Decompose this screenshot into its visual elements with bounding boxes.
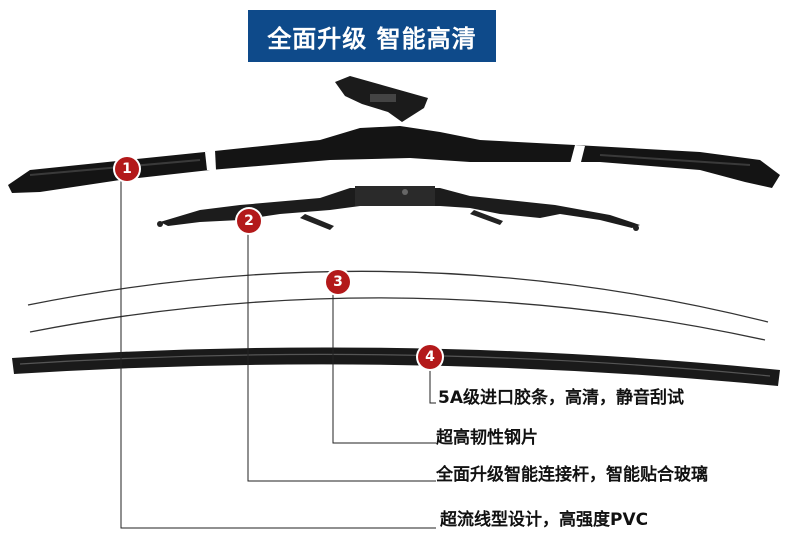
callout-label-1: 超流线型设计，高强度PVC: [440, 510, 649, 530]
steel-strip-part: [27, 270, 769, 341]
callout-badge-4: 4: [418, 345, 442, 369]
callout-badge-3: 3: [326, 270, 350, 294]
end-cap-part: [335, 76, 428, 122]
callout-label-4: 5A级进口胶条，高清，静音刮试: [438, 388, 684, 408]
banner-title: 全面升级 智能高清: [267, 24, 477, 53]
callout-label-2: 全面升级智能连接杆，智能贴合玻璃: [436, 465, 708, 485]
leader-line-2: [247, 221, 436, 482]
leader-line-1: [120, 168, 436, 529]
callout-badge-2: 2: [237, 209, 261, 233]
leader-line-4: [429, 358, 436, 404]
leader-line-3: [332, 281, 436, 444]
title-banner: 全面升级 智能高清: [248, 10, 496, 62]
connecting-frame-part: [157, 186, 640, 231]
callout-label-3: 超高韧性钢片: [436, 428, 538, 448]
leader-lines: [120, 168, 436, 529]
spoiler-cover-part: [8, 126, 780, 193]
rubber-blade-part: [12, 347, 780, 386]
callout-badge-1: 1: [115, 157, 139, 181]
